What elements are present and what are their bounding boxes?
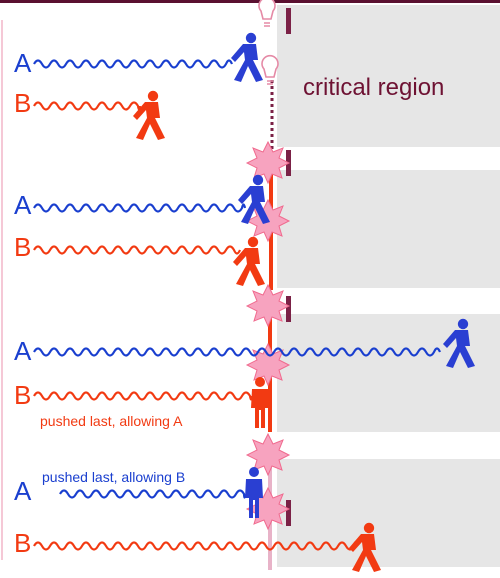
- thread-b-label: B: [14, 232, 31, 262]
- frame-bar-4: [286, 500, 291, 526]
- thread-b-path: [33, 541, 358, 551]
- critical-region-panel-2: [277, 170, 500, 288]
- thread-a-path: [33, 347, 442, 357]
- walker-icon: [238, 174, 270, 224]
- frame-bar-1: [286, 8, 291, 34]
- walker-icon: [231, 32, 263, 82]
- lightbulb-icon: [258, 0, 276, 27]
- lightbulb-icon: [261, 54, 279, 85]
- top-border: [0, 0, 500, 3]
- note-pushed-allowing-a: pushed last, allowing A: [40, 413, 183, 429]
- thread-a-label: A: [14, 48, 32, 78]
- note-pushed-allowing-b: pushed last, allowing B: [42, 469, 185, 485]
- thread-a-label: A: [14, 476, 32, 506]
- critical-region-label: critical region: [303, 74, 444, 101]
- frame-bar-3: [286, 296, 291, 322]
- walker-icon: [233, 236, 265, 286]
- standing-person-icon: [251, 377, 269, 428]
- thread-a-path: [33, 59, 234, 69]
- thread-b-path: [33, 245, 242, 255]
- thread-a-label: A: [14, 190, 32, 220]
- thread-a-path: [59, 489, 247, 499]
- thread-b-path: [33, 101, 142, 111]
- critical-region-panel-1: [277, 5, 500, 147]
- thread-a-path: [33, 203, 247, 213]
- thread-b-label: B: [14, 88, 31, 118]
- thread-b-label: B: [14, 528, 31, 558]
- thread-b-label: B: [14, 380, 31, 410]
- thread-b-path: [33, 391, 254, 401]
- walker-icon: [133, 90, 165, 140]
- thread-a-label: A: [14, 336, 32, 366]
- critical-region-panel-4: [277, 459, 500, 567]
